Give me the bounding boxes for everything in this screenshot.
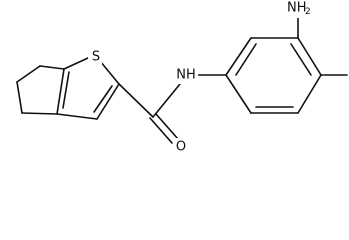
- oxygen-atom-label: O: [176, 140, 186, 155]
- sulfur-atom-label: S: [92, 50, 100, 65]
- bond-cyclopentane-2: [39, 65, 65, 70]
- sulfur-label-background: [88, 48, 102, 66]
- bond-carbonyl-double-1: [149, 117, 173, 144]
- bond-benzene-1: [225, 37, 252, 76]
- bond-thiophene-bottom: [56, 113, 98, 120]
- bond-benzene-4: [297, 74, 322, 114]
- bond-carbonyl-double-2: [155, 113, 179, 140]
- bond-ring-carbonyl: [118, 83, 154, 118]
- bond-thiophene-s-c: [99, 60, 120, 85]
- bond-fused-ring-shared: [56, 68, 65, 115]
- bond-benzene-3: [297, 37, 322, 76]
- bond-cyclopentane-3: [16, 81, 23, 114]
- oxygen-label-background: [174, 138, 188, 155]
- amine-atom-label: NH: [287, 1, 307, 16]
- molecule-canvas: S NH O NH 2: [16, 0, 348, 155]
- bond-thiophene-inner-double: [62, 71, 70, 109]
- amine-subscript-label: 2: [305, 7, 311, 17]
- bond-thiophene-c-s: [63, 57, 89, 70]
- bond-cyclopentane-1: [16, 65, 41, 83]
- molecule-structure: S NH O NH 2: [16, 0, 348, 155]
- bond-benzene-inner-2: [290, 43, 312, 76]
- bond-amide-cn: [152, 83, 181, 118]
- amide-nitrogen-label: NH: [176, 68, 196, 83]
- bond-thiophene-double-outer: [96, 83, 120, 120]
- bond-thiophene-double-inner: [93, 85, 113, 113]
- bond-cyclopentane-4: [21, 112, 58, 115]
- amide-nitrogen-label-background: [174, 66, 198, 84]
- amine-label-background: [286, 0, 314, 18]
- bond-benzene-6: [225, 74, 252, 114]
- bond-benzene-inner-1: [235, 43, 257, 76]
